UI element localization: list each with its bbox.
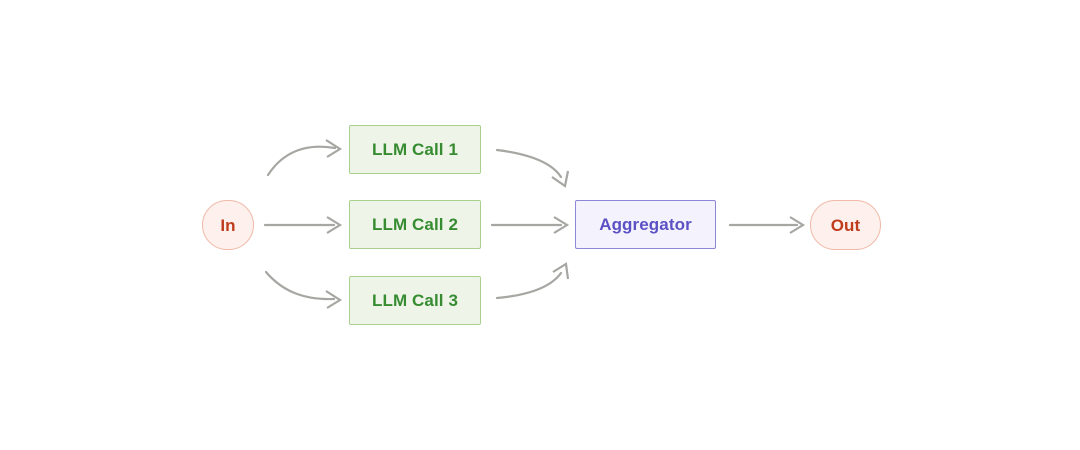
node-in-label: In: [220, 215, 236, 235]
edge-llm-call-1-to-aggregator: [495, 148, 570, 188]
node-llm-call-3[interactable]: LLM Call 3: [349, 276, 481, 325]
edge-in-to-llm-call-3: [264, 270, 343, 309]
edge-llm-call-2-to-aggregator: [490, 216, 570, 234]
node-aggregator[interactable]: Aggregator: [575, 200, 716, 249]
node-llm-call-1[interactable]: LLM Call 1: [349, 125, 481, 174]
node-out[interactable]: Out: [810, 200, 881, 250]
node-llm-call-1-label: LLM Call 1: [371, 140, 458, 159]
node-llm-call-2-label: LLM Call 2: [371, 215, 458, 234]
edge-in-to-llm-call-2: [263, 216, 343, 234]
edge-llm-call-3-to-aggregator: [495, 262, 570, 300]
edge-aggregator-to-out: [728, 216, 806, 234]
node-llm-call-2[interactable]: LLM Call 2: [349, 200, 481, 249]
node-aggregator-label: Aggregator: [599, 215, 692, 234]
node-in[interactable]: In: [202, 200, 254, 250]
node-llm-call-3-label: LLM Call 3: [371, 291, 458, 310]
edge-in-to-llm-call-1: [266, 139, 343, 177]
node-out-label: Out: [830, 215, 861, 235]
